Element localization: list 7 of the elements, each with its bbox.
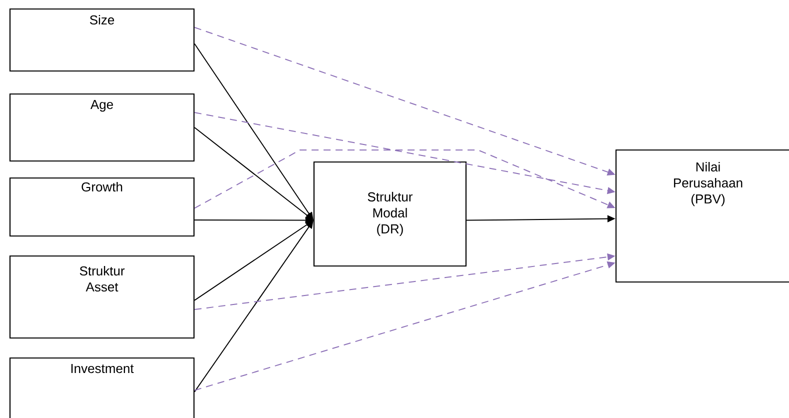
text-box: Investment (9, 357, 195, 418)
text-box: Size (9, 8, 195, 72)
text-box: Nilai Perusahaan (PBV) (615, 149, 789, 283)
text-box: Struktur Asset (9, 255, 195, 339)
text-box: Age (9, 93, 195, 162)
text-box: Growth (9, 177, 195, 237)
text-box: Struktur Modal (DR) (313, 161, 467, 267)
